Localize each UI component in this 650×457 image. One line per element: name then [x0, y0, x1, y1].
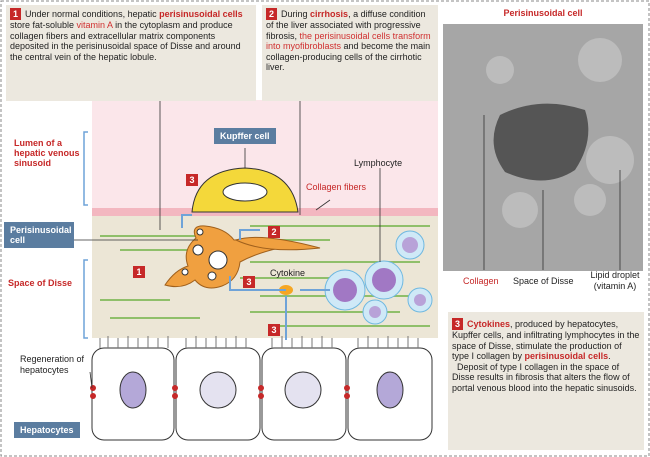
- marker-2: 2: [268, 226, 280, 238]
- lipid-droplet-1: [208, 250, 228, 270]
- marker-1: 1: [133, 266, 145, 278]
- step-badge-3: 3: [452, 318, 464, 330]
- perisinusoidal-cell-tag: Perisinusoidal cell: [4, 222, 74, 248]
- cytokine-label: Cytokine: [270, 268, 306, 278]
- signal-arrows: [181, 214, 330, 340]
- cell-junctions: [90, 385, 350, 399]
- marker-3-hepatocyte: 3: [268, 324, 280, 336]
- kupffer-nucleus: [222, 182, 268, 202]
- info-box-1: [6, 5, 256, 101]
- hepatocytes-tag: Hepatocytes: [14, 422, 80, 438]
- hepatocyte-cells: [91, 347, 433, 441]
- micrograph-label-collagen: Collagen: [463, 276, 499, 286]
- micrograph-label-disse: Space of Disse: [513, 276, 574, 286]
- step-badge-1: 1: [10, 8, 22, 20]
- kupffer-cell-tag: Kupffer cell: [214, 128, 276, 144]
- lipid-droplet-3: [207, 271, 217, 281]
- info-box-2: [262, 5, 438, 101]
- info-box-3: [448, 312, 644, 450]
- lumen-label: Lumen of a hepatic venous sinusoid: [14, 138, 80, 168]
- brackets: [83, 131, 88, 339]
- lymphocytes: [324, 230, 433, 325]
- marker-3-cytokine: 3: [243, 276, 255, 288]
- lipid-droplet-5: [181, 268, 189, 276]
- lipid-droplet-2: [192, 244, 204, 256]
- leader-lines: [50, 95, 381, 389]
- micrograph-label-lipid: Lipid droplet (vitamin A): [590, 270, 640, 291]
- microvilli: [99, 336, 419, 348]
- myofibroblast-process: [234, 236, 321, 251]
- lipid-droplet-4: [196, 228, 204, 236]
- micrograph-nucleus: [493, 103, 589, 181]
- step-badge-2: 2: [266, 8, 278, 20]
- marker-3-kupffer: 3: [186, 174, 198, 186]
- collagen-fibers-label: Collagen fibers: [306, 182, 367, 192]
- regeneration-label: Regeneration of hepatocytes: [20, 354, 85, 375]
- micrograph-leaders: [483, 115, 621, 270]
- space-of-disse-label: Space of Disse: [8, 278, 73, 288]
- lymphocyte-label: Lymphocyte: [354, 158, 403, 168]
- micrograph-title: Perisinusoidal cell: [503, 8, 583, 18]
